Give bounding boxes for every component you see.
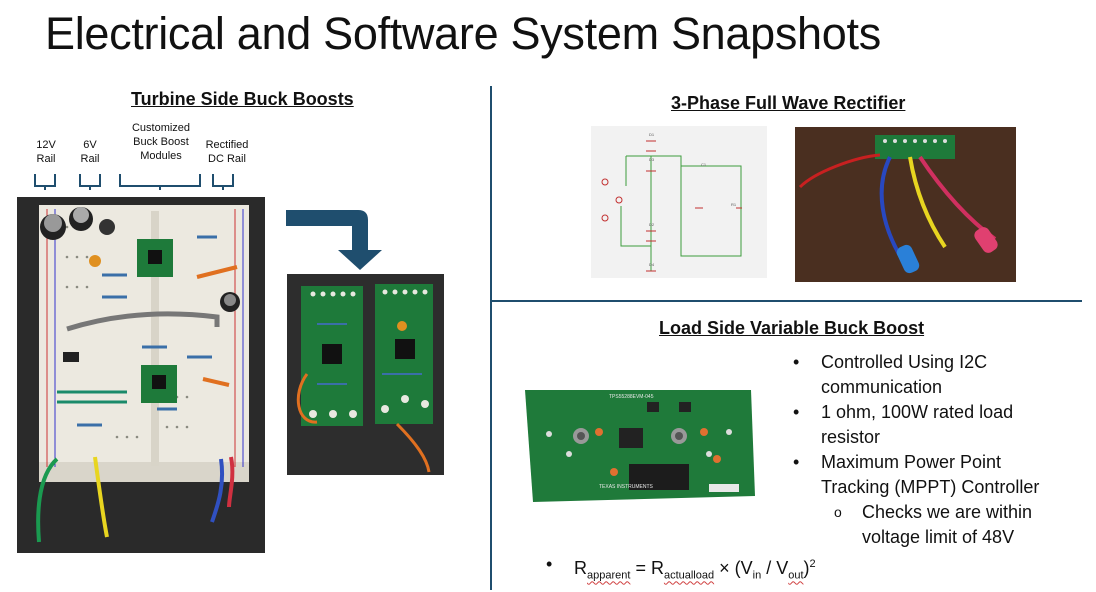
load-heading: Load Side Variable Buck Boost: [659, 318, 925, 338]
svg-text:R1: R1: [731, 202, 737, 207]
bullet-i2c-line1: Controlled Using I2C: [821, 352, 988, 372]
breadboard-photo: [17, 197, 265, 553]
bullet-resistor-line2: resistor: [821, 427, 881, 447]
perfboard-photo: [287, 274, 444, 475]
rail-braces: [34, 174, 234, 190]
rectifier-photo: [795, 127, 1016, 282]
rectifier-heading: 3-Phase Full Wave Rectifier: [671, 93, 906, 113]
turbine-heading: Turbine Side Buck Boosts: [131, 89, 354, 109]
sub-bullet-line2: voltage limit of 48V: [862, 527, 1015, 547]
svg-text:C1: C1: [701, 162, 707, 167]
bullet-mppt-line1: Maximum Power Point: [821, 452, 1002, 472]
bullet-resistor-line1: 1 ohm, 100W rated load: [821, 402, 1014, 422]
slide-title: Electrical and Software System Snapshots: [45, 8, 881, 59]
bullet-i2c-line2: communication: [821, 377, 943, 397]
svg-text:D1: D1: [649, 132, 655, 137]
svg-text:D2: D2: [649, 222, 655, 227]
horizontal-divider: [492, 300, 1082, 302]
arrow-icon: [286, 210, 382, 270]
bullet-dot-icon: •: [793, 352, 800, 372]
svg-text:D4: D4: [649, 262, 655, 267]
bullet-dot-icon: •: [793, 402, 800, 422]
bullet-dot-icon: •: [546, 554, 553, 574]
bullet-mppt-line2: Tracking (MPPT) Controller: [821, 477, 1040, 497]
hollow-bullet-icon: o: [834, 504, 842, 520]
sub-bullet-line1: Checks we are within: [862, 502, 1033, 522]
svg-text:D3: D3: [649, 157, 655, 162]
svg-text:TPS55288EVM-045: TPS55288EVM-045: [609, 394, 654, 400]
svg-text:TEXAS INSTRUMENTS: TEXAS INSTRUMENTS: [599, 484, 654, 490]
vertical-divider: [490, 86, 492, 590]
bullet-dot-icon: •: [793, 452, 800, 472]
